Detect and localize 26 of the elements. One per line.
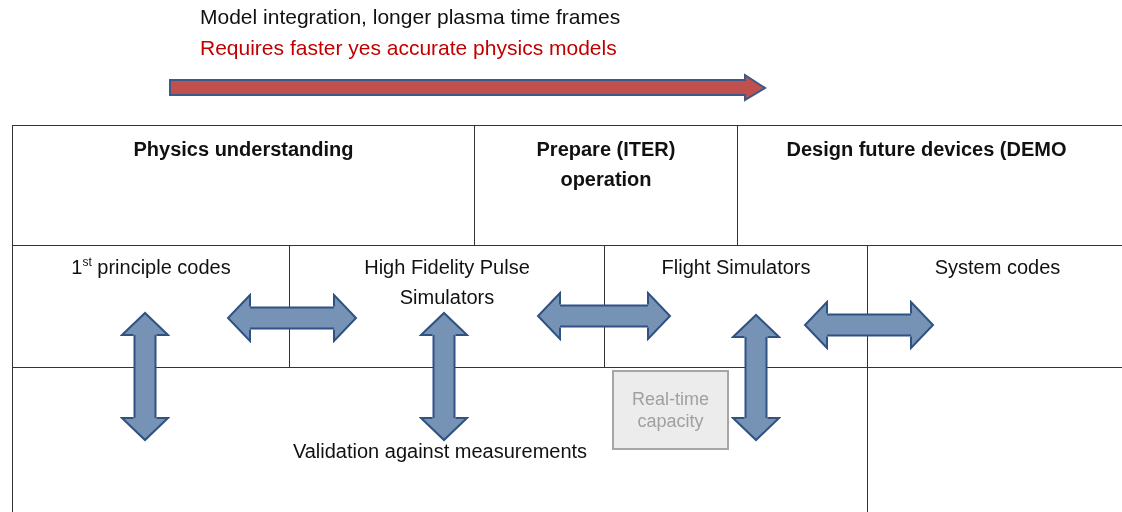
note-box: Real-time capacity [612, 370, 729, 450]
double-arrow [420, 312, 468, 441]
table-cell [604, 245, 867, 367]
double-arrow [732, 314, 780, 441]
note-text: Model integration, longer plasma time frames [200, 5, 621, 29]
table-cell [12, 125, 474, 245]
table-cell [12, 367, 867, 512]
double-arrow [804, 301, 934, 349]
table-cell [867, 245, 1122, 367]
table-cell [289, 245, 604, 367]
cell-text: System codes [934, 255, 1061, 280]
double-arrow [537, 292, 671, 340]
cell-text: 1$^{st}$ principle codes [71, 254, 231, 280]
double-arrow [227, 294, 357, 342]
note-text: Requires faster yes accurate physics models [200, 36, 617, 60]
cell-text: Design future devices (DEMO [786, 137, 1067, 162]
table-cell [12, 245, 289, 367]
table-cell [737, 125, 1122, 245]
empty-cell [867, 367, 1122, 512]
double-arrow [121, 312, 169, 441]
table-cell [474, 125, 737, 245]
cell-text: High Fidelity Pulse Simulators [363, 255, 531, 310]
cell-text: Prepare (ITER) operation [535, 137, 677, 192]
cell-text: Physics understanding [133, 137, 354, 162]
cell-text: Validation against measurements [292, 439, 588, 464]
cell-text: Flight Simulators [661, 255, 811, 280]
